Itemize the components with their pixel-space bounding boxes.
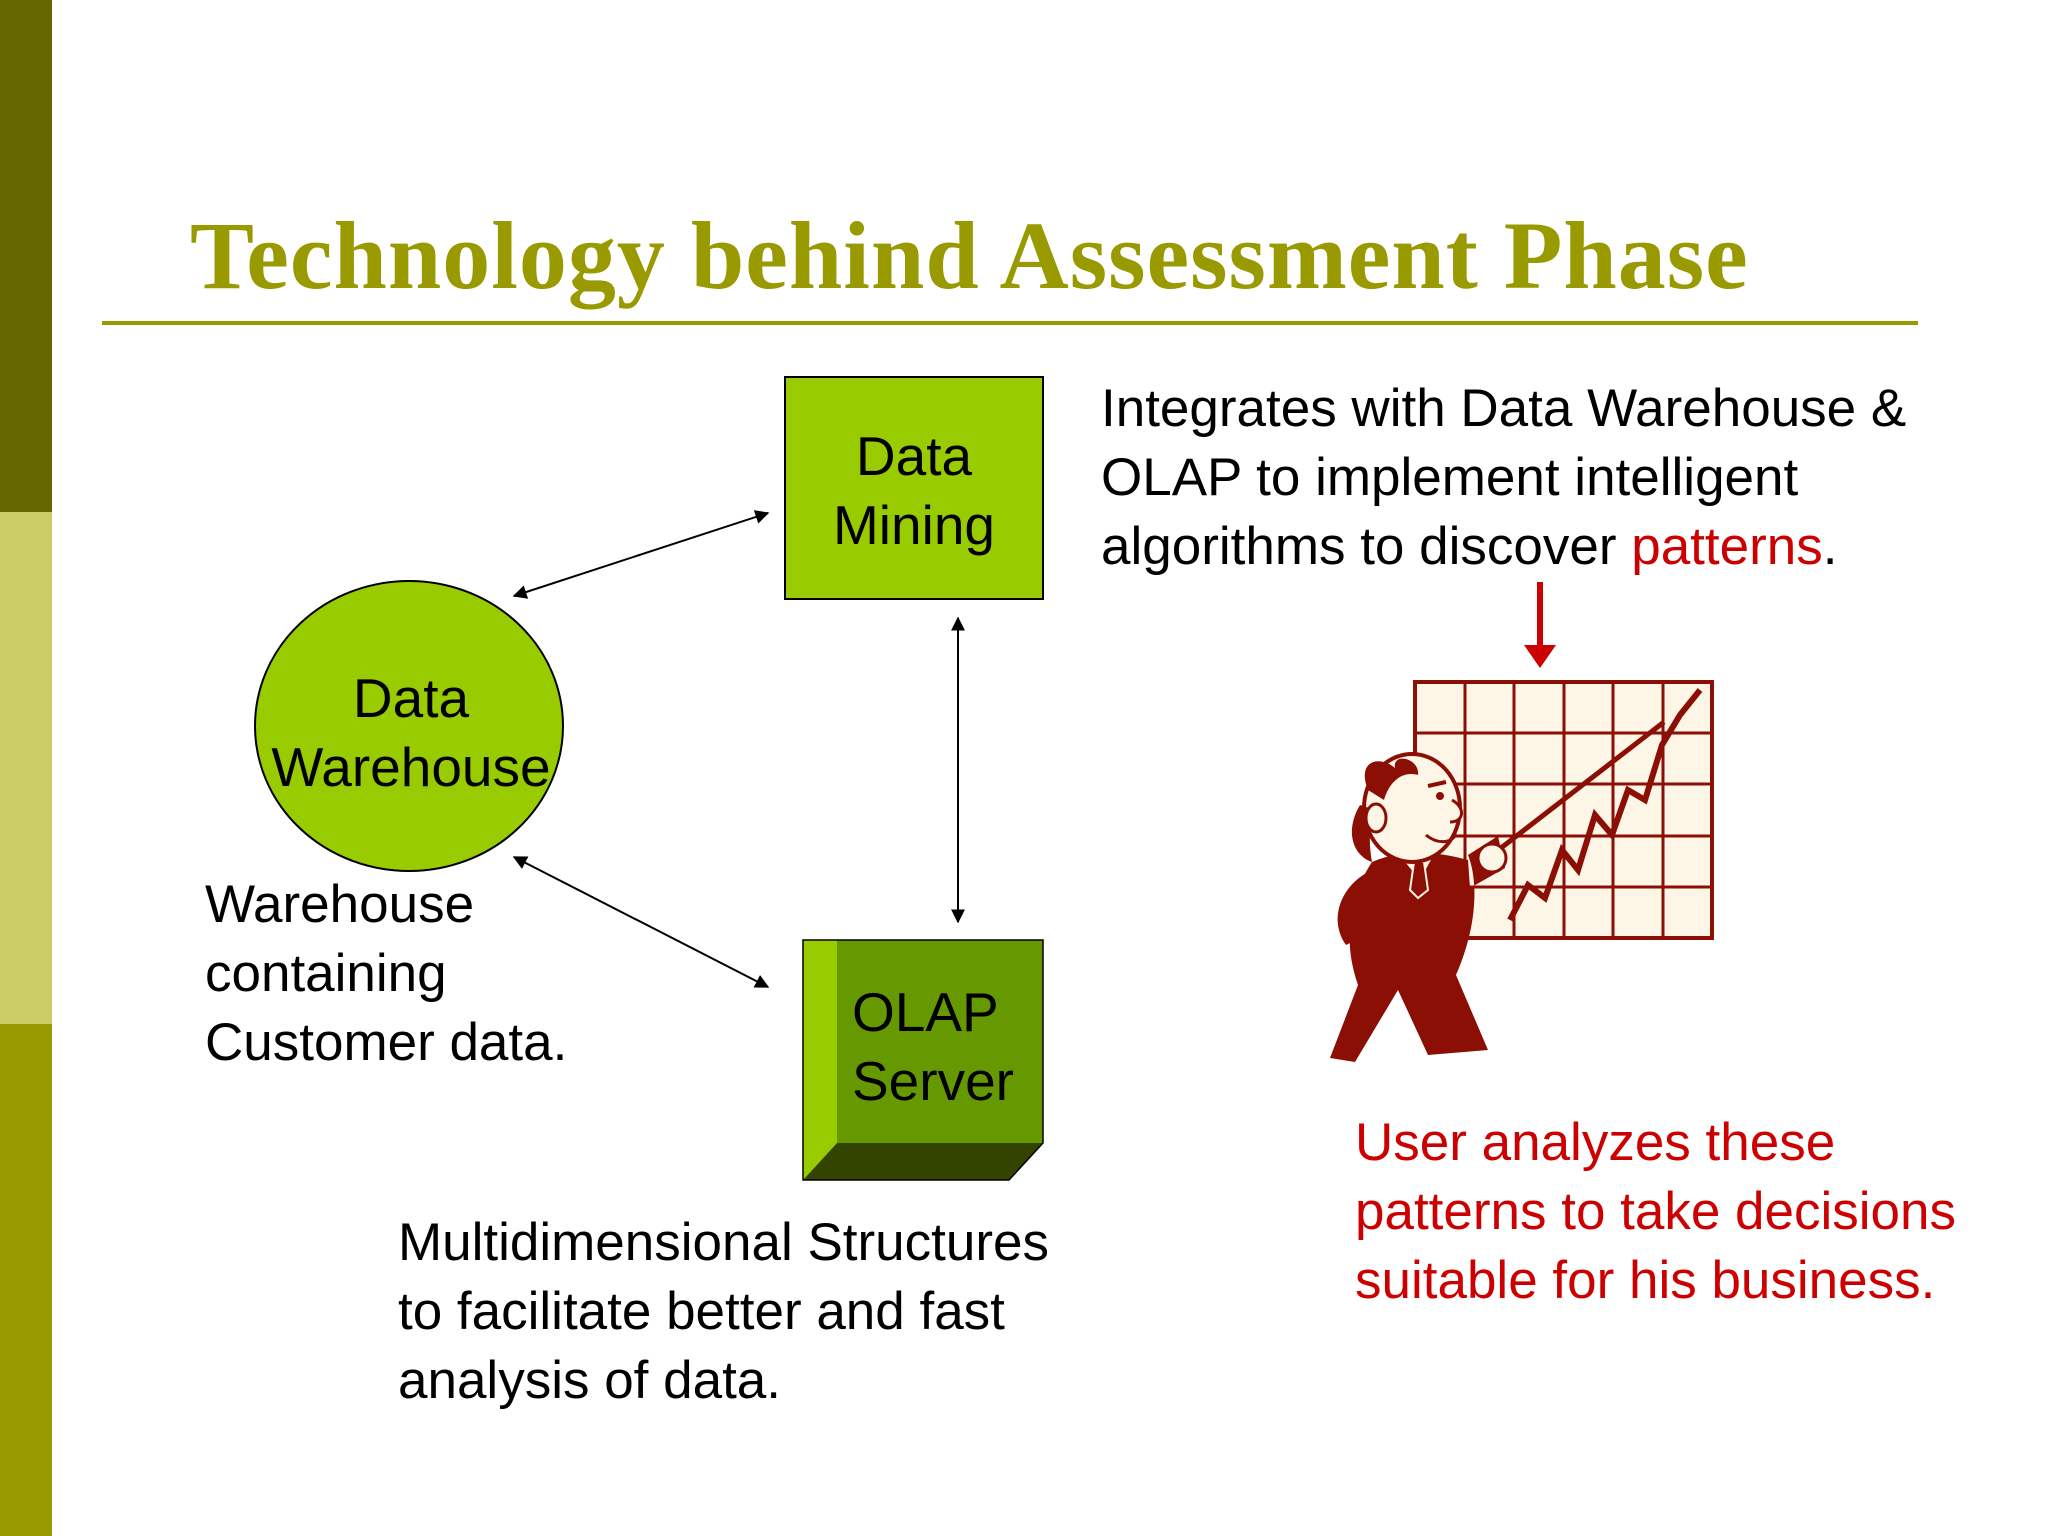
data-mining-label-line1: Data [855,425,973,487]
data-warehouse-label: Data Warehouse [256,664,566,802]
arrow-warehouse-olap [512,856,770,988]
warehouse-note-line1: Warehouse [205,875,475,934]
warehouse-note: Warehouse containing Customer data. [205,870,625,1077]
integration-note: Integrates with Data Warehouse & OLAP to… [1101,374,2021,581]
data-warehouse-label-line1: Data [352,667,470,729]
warehouse-note-line3: Customer data. [205,1013,568,1072]
integration-note-line3: algorithms to discover patterns. [1101,512,2021,581]
title-underline [102,321,1918,325]
side-band-top [0,0,52,512]
olap-note: Multidimensional Structures to facilitat… [398,1208,1138,1415]
olap-note-line3: analysis of data. [398,1351,782,1410]
side-band-middle [0,512,52,1024]
user-note: User analyzes these patterns to take dec… [1355,1108,2035,1315]
patterns-highlight: patterns [1631,517,1823,576]
olap-server-label-line1: OLAP [852,981,999,1043]
integration-note-line3-suffix: . [1822,517,1838,576]
data-mining-label: Data Mining [790,422,1038,560]
integration-note-line2: OLAP to implement intelligent [1101,448,1799,507]
user-note-line3: suitable for his business. [1355,1251,1936,1310]
user-note-line2: patterns to take decisions [1355,1182,1957,1241]
side-band-bottom [0,1024,52,1536]
user-note-line1: User analyzes these [1355,1113,1836,1172]
olap-note-line1: Multidimensional Structures [398,1213,1049,1272]
data-mining-label-line2: Mining [832,494,996,556]
warehouse-note-line2: containing [205,944,447,1003]
slide-title: Technology behind Assessment Phase [190,202,1749,309]
olap-server-label: OLAP Server [852,978,1042,1116]
olap-note-line2: to facilitate better and fast [398,1282,1005,1341]
patterns-pointer-arrow [1524,582,1556,668]
olap-server-box [802,939,1044,1181]
businessman-pointing-at-chart-icon [1330,680,1714,1062]
integration-note-line3-prefix: algorithms to discover [1101,517,1632,576]
data-mining-box [784,376,1044,600]
integration-note-line1: Integrates with Data Warehouse & [1101,379,1907,438]
arrow-warehouse-mining [512,510,770,599]
data-warehouse-ellipse [254,580,564,872]
olap-server-label-line2: Server [852,1050,1014,1112]
data-warehouse-label-line2: Warehouse [271,736,551,798]
